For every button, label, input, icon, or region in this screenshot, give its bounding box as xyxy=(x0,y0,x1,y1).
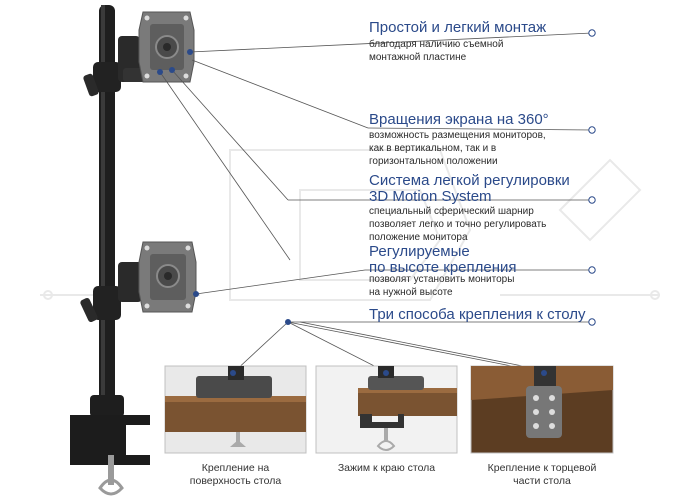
feature-desc-easy-mount: благодаря наличию съемной монтажной плас… xyxy=(369,38,503,64)
desc-line: на нужной высоте xyxy=(369,287,453,298)
desc-line: положение монитора xyxy=(369,232,468,243)
feature-desc-height-adjust: позволят установить мониторы на нужной в… xyxy=(369,273,514,299)
caption-grommet-mount: Крепление к торцевой части стола xyxy=(467,462,617,488)
title-line: Регулируемые xyxy=(369,243,470,260)
caption-line: Зажим к краю стола xyxy=(337,462,436,474)
feature-title-height-adjust: Регулируемые по высоте крепления xyxy=(369,244,517,276)
desc-line: специальный сферический шарнир xyxy=(369,206,534,217)
lower-vesa-plate xyxy=(118,241,197,313)
caption-line: поверхность стола xyxy=(189,475,282,487)
caption-line: части стола xyxy=(513,475,571,487)
desc-line: позволят установить мониторы xyxy=(369,274,515,285)
feature-desc-3d-motion: специальный сферический шарнир позволяет… xyxy=(369,205,546,244)
caption-edge-clamp: Зажим к краю стола xyxy=(306,462,467,475)
feature-title-3d-motion: Система легкой регулировки 3D Motion Sys… xyxy=(369,173,570,205)
title-line: Система легкой регулировки xyxy=(369,172,570,189)
desc-line: горизонтальном положении xyxy=(369,156,498,167)
desc-line: возможность размещения мониторов, xyxy=(369,130,546,141)
photo-edge-clamp xyxy=(315,365,458,454)
upper-vesa-plate xyxy=(118,11,195,83)
feature-desc-rotation: возможность размещения мониторов, как в … xyxy=(369,129,546,168)
caption-line: Крепление к торцевой xyxy=(487,462,597,474)
title-line: 3D Motion System xyxy=(369,188,492,205)
caption-line: Крепление на xyxy=(201,462,270,474)
desc-line: позволяет легко и точно регулировать xyxy=(369,219,547,230)
desc-line: как в вертикальном, так и в xyxy=(369,143,497,154)
callout-dots xyxy=(588,29,596,326)
anchor-dots xyxy=(157,49,291,325)
feature-title-easy-mount: Простой и легкий монтаж xyxy=(369,19,547,36)
caption-surface-mount: Крепление на поверхность стола xyxy=(165,462,306,488)
feature-title-rotation: Вращения экрана на 360° xyxy=(369,111,549,128)
photo-grommet-mount xyxy=(470,365,614,454)
photo-surface-mount xyxy=(164,365,307,454)
desc-line: благодаря наличию съемной xyxy=(369,39,504,50)
mount-pole xyxy=(70,5,150,496)
desc-line: монтажной пластине xyxy=(369,52,467,63)
callout-lines xyxy=(159,32,593,373)
title-line: по высоте крепления xyxy=(369,259,517,276)
feature-title-three-ways: Три способа крепления к столу xyxy=(369,306,586,323)
